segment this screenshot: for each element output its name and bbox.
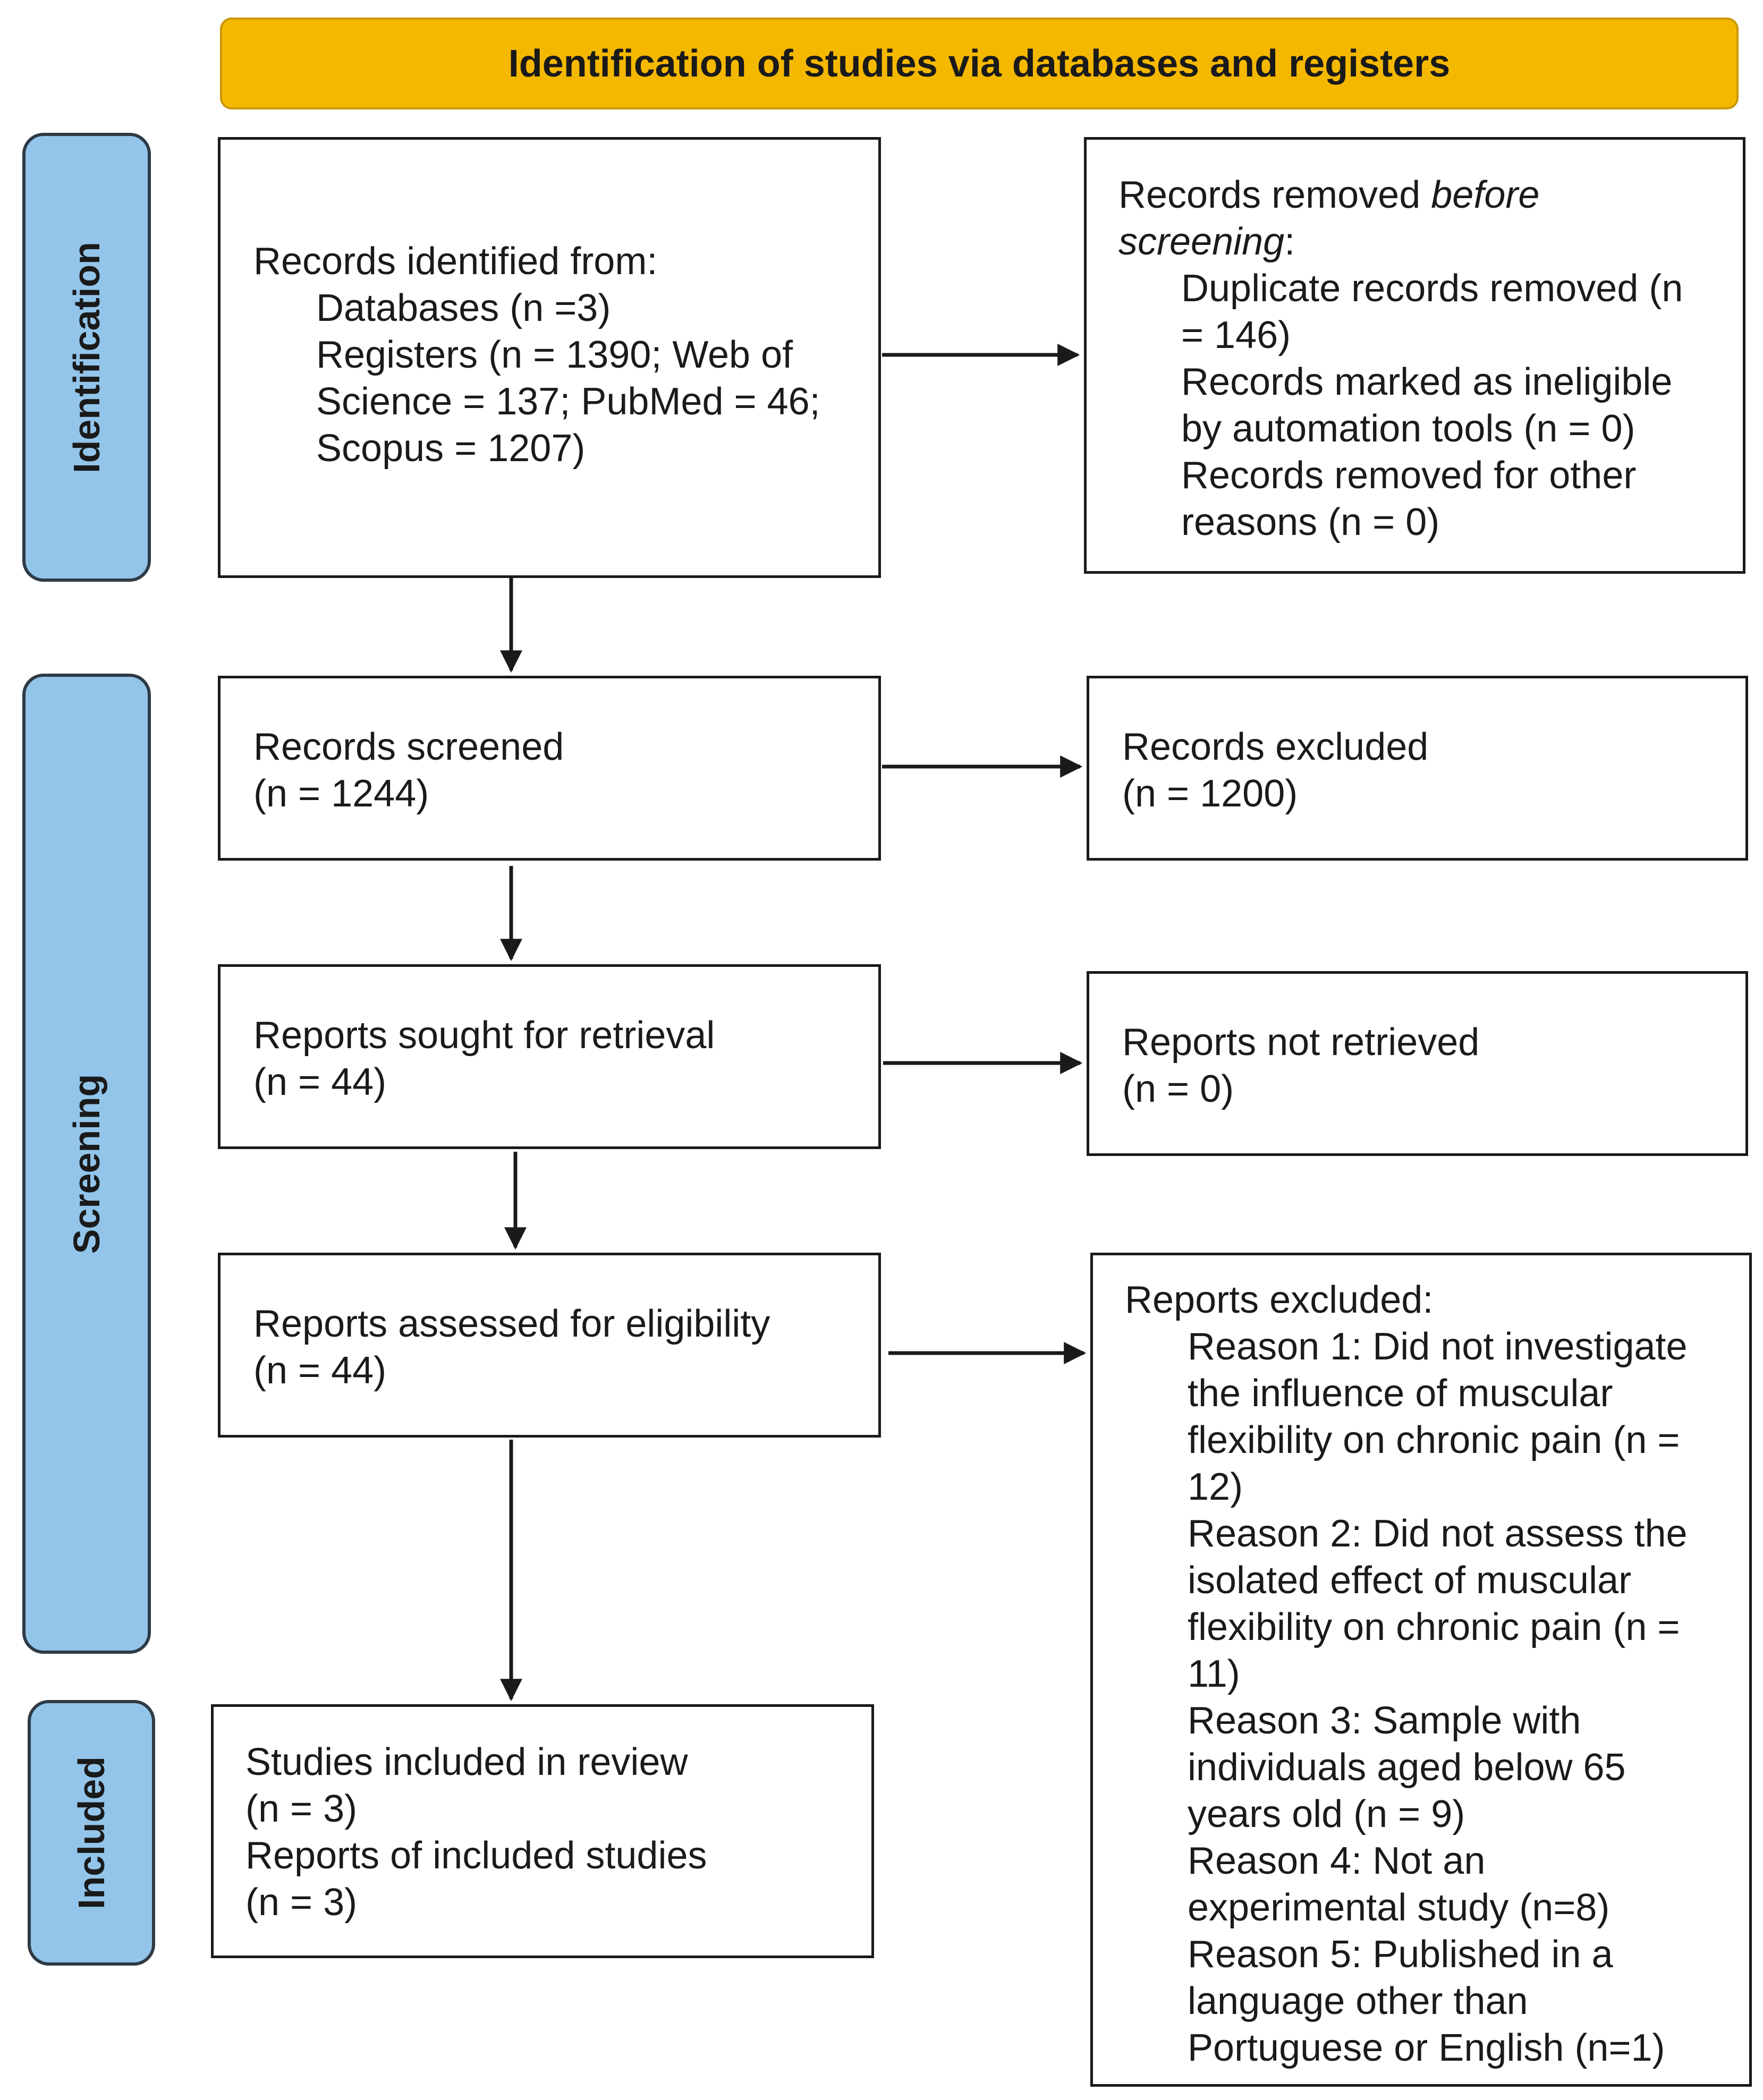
reports-excluded-reason: Reason 1: Did not investigate <box>1188 1325 1688 1368</box>
phase-included: Included <box>28 1700 155 1966</box>
phase-identification: Identification <box>22 133 151 582</box>
records-removed-line: Records marked as ineligible <box>1181 361 1673 403</box>
reports-sought-title: Reports sought for retrieval <box>253 1014 715 1057</box>
records-removed-line: by automation tools (n = 0) <box>1181 407 1635 450</box>
section-header: Identification of studies via databases … <box>220 18 1739 109</box>
records-identified-line: Scopus = 1207) <box>316 427 586 470</box>
records-removed-line: reasons (n = 0) <box>1181 501 1440 543</box>
records-screened-title: Records screened <box>253 726 564 768</box>
records-screened-count: (n = 1244) <box>253 772 429 815</box>
reports-excluded-reason: Reason 2: Did not assess the <box>1188 1512 1688 1555</box>
reports-not-retrieved-box: Reports not retrieved (n = 0) <box>1087 971 1748 1156</box>
reports-excluded-reason: Portuguese or English (n=1) <box>1188 2027 1665 2069</box>
reports-excluded-title: Reports excluded: <box>1125 1279 1434 1321</box>
records-removed-line: Records removed for other <box>1181 454 1637 497</box>
records-removed-title: Records removed before <box>1118 174 1540 216</box>
records-removed-line: Duplicate records removed (n <box>1181 267 1683 310</box>
reports-excluded-box: Reports excluded: Reason 1: Did not inve… <box>1090 1253 1752 2087</box>
studies-included-line: Reports of included studies <box>245 1834 707 1877</box>
records-identified-line: Databases (n =3) <box>316 287 611 329</box>
reports-excluded-reason: flexibility on chronic pain (n = <box>1188 1419 1680 1461</box>
reports-assessed-title: Reports assessed for eligibility <box>253 1303 770 1345</box>
records-identified-box: Records identified from: Databases (n =3… <box>218 137 881 578</box>
reports-excluded-reason: Reason 3: Sample with <box>1188 1699 1581 1742</box>
reports-assessed-count: (n = 44) <box>253 1349 387 1392</box>
reports-excluded-reason: years old (n = 9) <box>1188 1793 1465 1835</box>
records-excluded-box: Records excluded (n = 1200) <box>1087 676 1748 861</box>
reports-excluded-reason: 12) <box>1188 1466 1243 1508</box>
reports-excluded-reason: experimental study (n=8) <box>1188 1886 1610 1929</box>
reports-excluded-reason: 11) <box>1188 1653 1240 1695</box>
studies-included-line: Studies included in review <box>245 1741 688 1783</box>
reports-excluded-reason: individuals aged below 65 <box>1188 1746 1626 1789</box>
reports-not-retrieved-count: (n = 0) <box>1122 1068 1234 1110</box>
records-identified-line: Science = 137; PubMed = 46; <box>316 380 820 423</box>
studies-included-line: (n = 3) <box>245 1881 358 1924</box>
reports-excluded-reason: Reason 4: Not an <box>1188 1840 1486 1882</box>
records-removed-title-cont: screening: <box>1118 220 1295 263</box>
reports-sought-count: (n = 44) <box>253 1061 387 1103</box>
records-identified-line: Registers (n = 1390; Web of <box>316 334 793 376</box>
studies-included-box: Studies included in review (n = 3) Repor… <box>211 1704 874 1958</box>
studies-included-line: (n = 3) <box>245 1788 358 1830</box>
reports-excluded-reason: flexibility on chronic pain (n = <box>1188 1606 1680 1648</box>
reports-excluded-reason: language other than <box>1188 1980 1528 2022</box>
reports-excluded-reason: Reason 5: Published in a <box>1188 1933 1613 1976</box>
reports-assessed-box: Reports assessed for eligibility (n = 44… <box>218 1253 881 1438</box>
records-removed-line: = 146) <box>1181 314 1291 356</box>
reports-excluded-reason: isolated effect of muscular <box>1188 1559 1632 1602</box>
records-removed-box: Records removed before screening: Duplic… <box>1084 137 1745 574</box>
records-screened-box: Records screened (n = 1244) <box>218 676 881 861</box>
phase-screening: Screening <box>22 674 151 1654</box>
reports-sought-box: Reports sought for retrieval (n = 44) <box>218 964 881 1149</box>
reports-excluded-reason: the influence of muscular <box>1188 1372 1613 1415</box>
records-excluded-count: (n = 1200) <box>1122 772 1298 815</box>
records-excluded-title: Records excluded <box>1122 726 1429 768</box>
reports-not-retrieved-title: Reports not retrieved <box>1122 1021 1480 1064</box>
records-identified-title: Records identified from: <box>253 240 658 283</box>
